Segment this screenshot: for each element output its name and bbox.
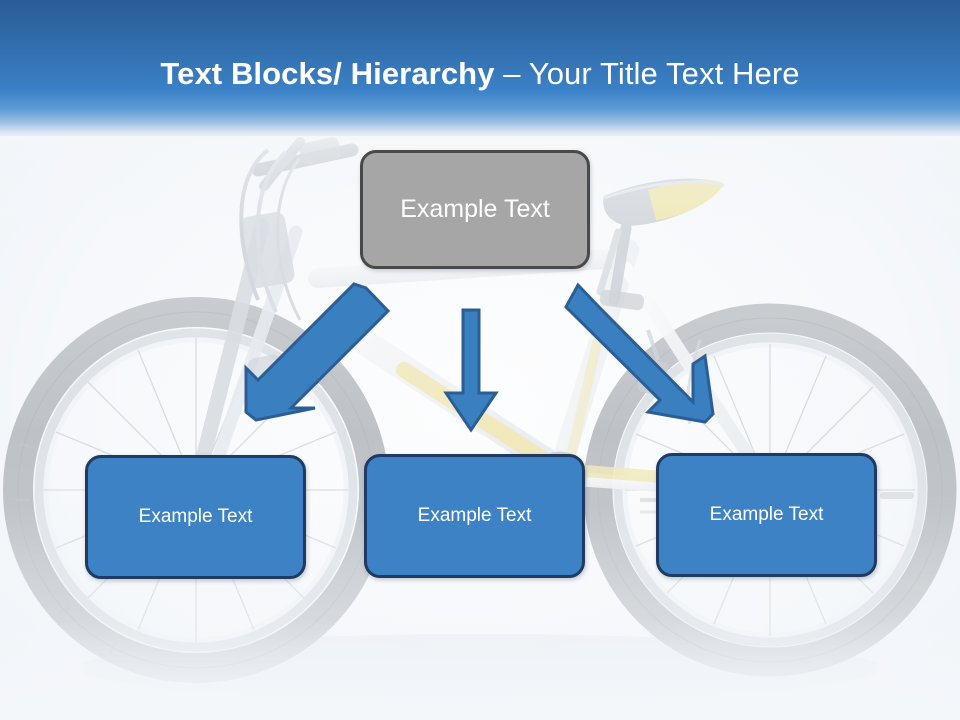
hierarchy-top-node-label: Example Text <box>400 195 550 223</box>
page-title-light: Your Title Text Here <box>528 56 800 91</box>
page-title-dash: – <box>503 56 529 91</box>
title-banner: Text Blocks/ Hierarchy – Your Title Text… <box>0 0 960 136</box>
hierarchy-child-node-3[interactable]: Example Text <box>656 453 877 577</box>
page-title-bold: Text Blocks/ Hierarchy <box>160 56 504 91</box>
hierarchy-child-node-1-label: Example Text <box>138 506 253 527</box>
hierarchy-child-node-2-label: Example Text <box>417 505 532 526</box>
hierarchy-child-node-1[interactable]: Example Text <box>85 455 306 579</box>
hierarchy-top-node[interactable]: Example Text <box>360 150 590 269</box>
hierarchy-child-node-3-label: Example Text <box>709 504 824 525</box>
hierarchy-child-node-2[interactable]: Example Text <box>364 454 585 578</box>
page-title: Text Blocks/ Hierarchy – Your Title Text… <box>0 56 960 92</box>
